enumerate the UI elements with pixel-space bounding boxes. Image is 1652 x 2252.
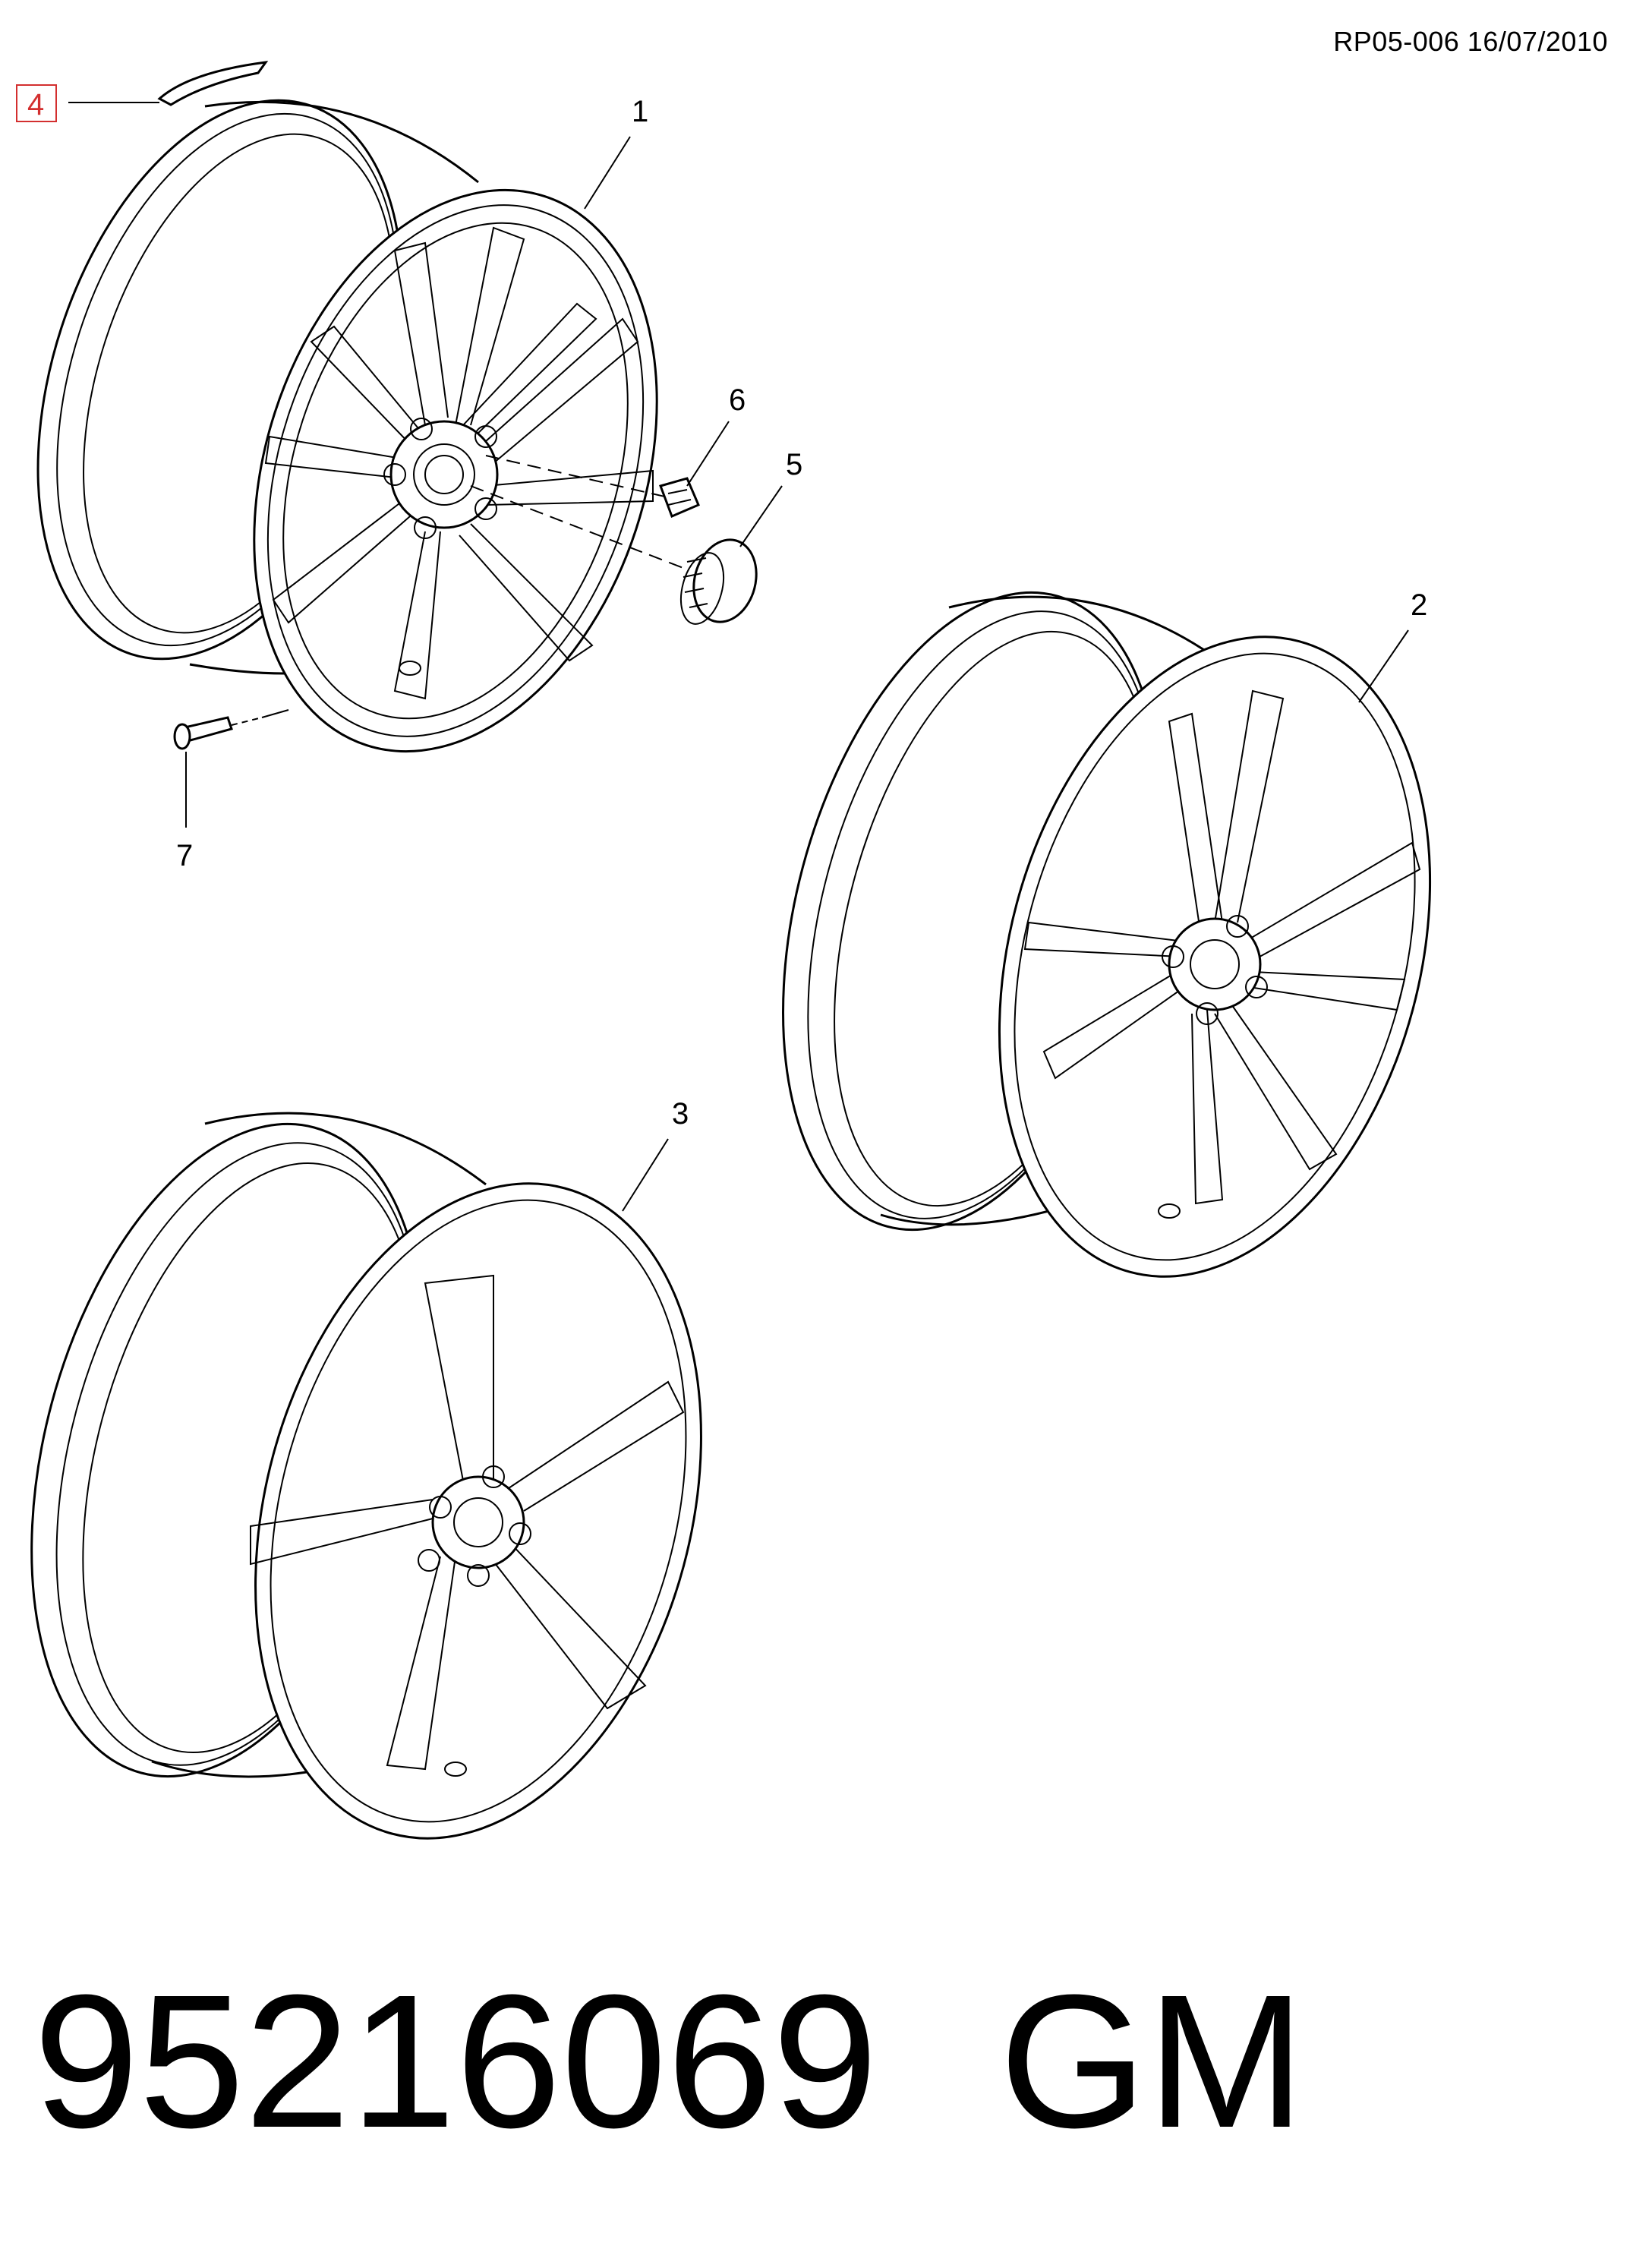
wheel-1-spokes bbox=[264, 226, 654, 700]
wheel-1 bbox=[36, 99, 658, 753]
lug-nut-part-6 bbox=[659, 421, 730, 518]
wheel-3-spokes bbox=[250, 1274, 685, 1771]
wheel-2-spokes bbox=[1023, 689, 1421, 1205]
document-reference: RP05-006 16/07/2010 bbox=[1333, 26, 1608, 57]
brand-name: GM bbox=[999, 1955, 1306, 2167]
valve-stem-part-7 bbox=[173, 709, 289, 828]
wheel-2 bbox=[782, 591, 1432, 1278]
callout-3: 3 bbox=[672, 1097, 689, 1131]
callout-4: 4 bbox=[27, 88, 44, 121]
callout-1: 1 bbox=[632, 95, 648, 128]
wheel-3 bbox=[30, 1112, 702, 1840]
wheel-exploded-diagram: 1 2 3 4 5 6 7 bbox=[16, 61, 1432, 1840]
part-number: 95216069 bbox=[33, 1955, 878, 2167]
center-cap-part-5 bbox=[679, 485, 783, 625]
callout-2: 2 bbox=[1411, 588, 1427, 622]
callout-5: 5 bbox=[786, 448, 802, 481]
callout-6: 6 bbox=[729, 383, 746, 417]
badge-part-4 bbox=[68, 61, 269, 106]
callout-4-box: 4 bbox=[16, 84, 57, 122]
callout-7: 7 bbox=[176, 839, 193, 872]
